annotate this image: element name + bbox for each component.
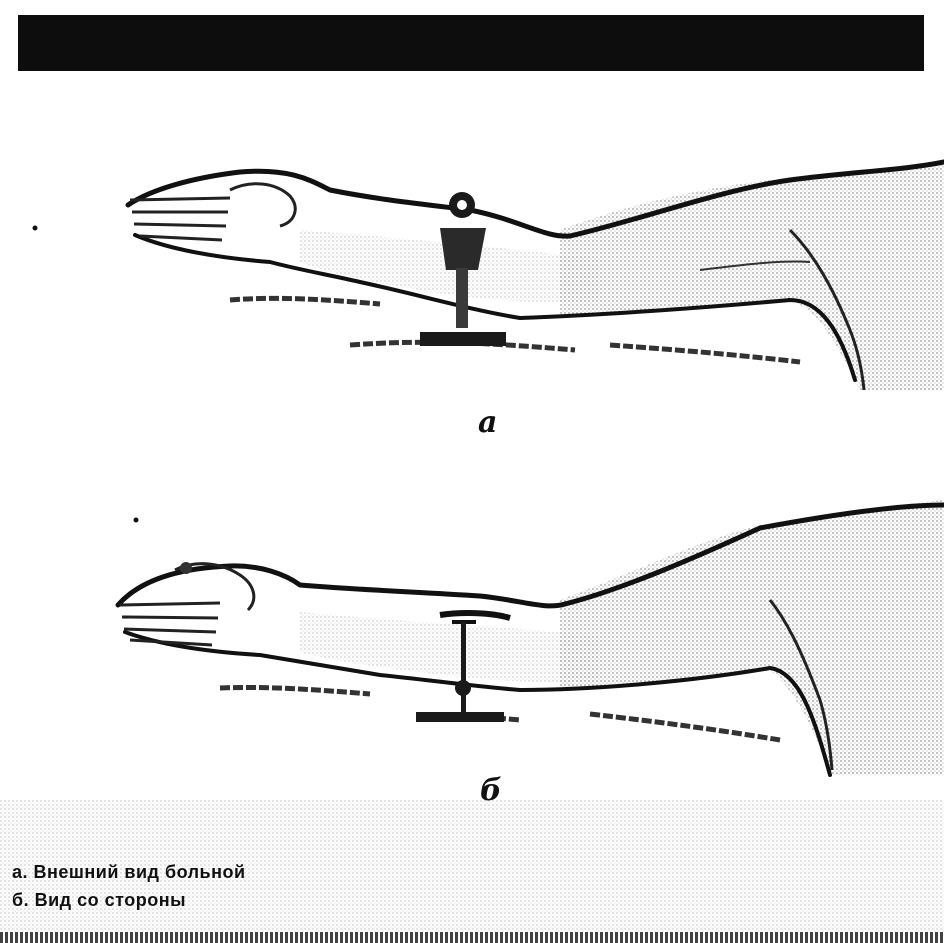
caption-line-a: а. Внешний вид больной	[12, 858, 932, 886]
panel-b-drawing	[118, 500, 944, 775]
caption-line-b: б. Вид со стороны	[12, 886, 932, 914]
panel-a-upper-arm-shading	[560, 160, 944, 390]
figure-caption: а. Внешний вид больной б. Вид со стороны	[12, 858, 932, 914]
panel-b-hand-fingers	[120, 603, 220, 645]
panel-a-thumb	[230, 184, 295, 226]
panel-label-b: б	[480, 776, 502, 806]
panel-a-drawing	[33, 160, 944, 390]
panel-label-a: a	[478, 408, 497, 438]
bottom-rule	[0, 932, 944, 943]
panel-a-hand-fingers	[130, 198, 230, 240]
